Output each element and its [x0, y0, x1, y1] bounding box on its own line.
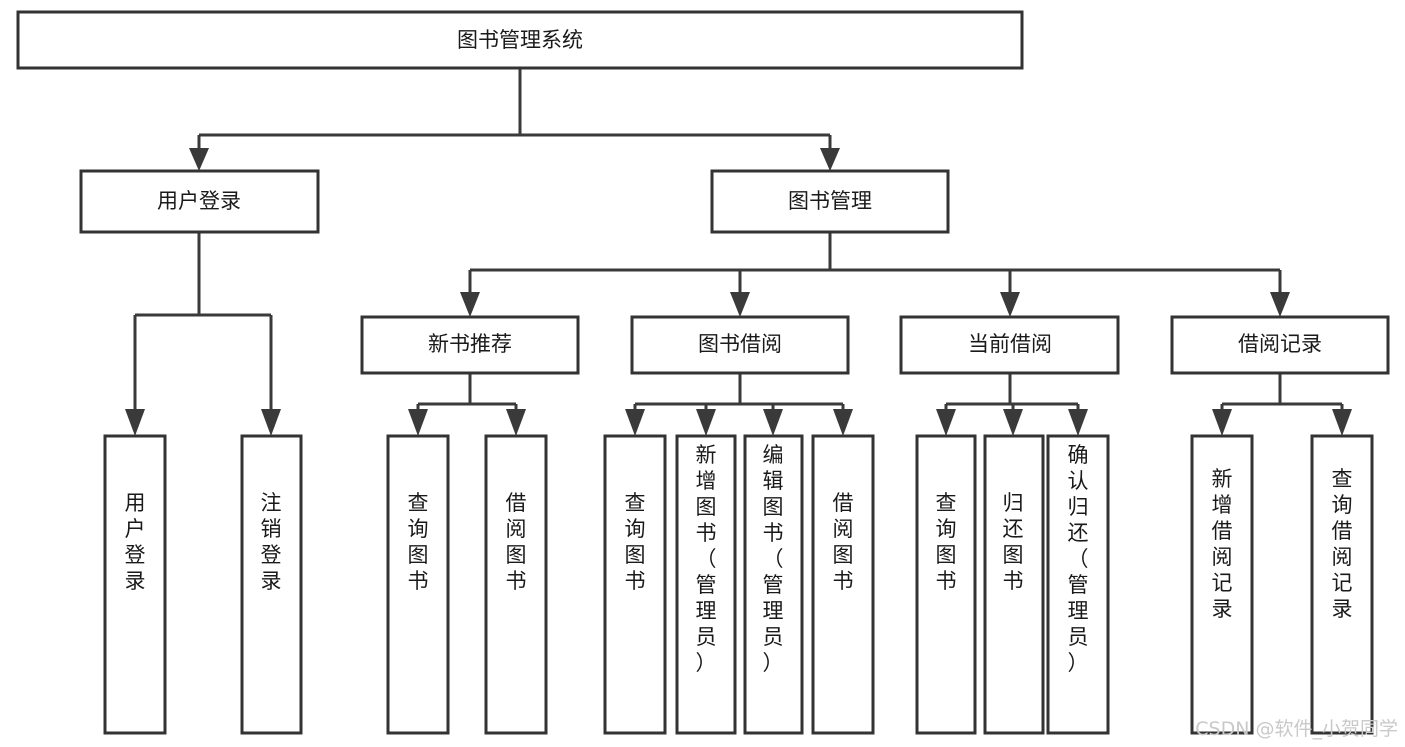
node-leaf-edit-book-admin-label: 编辑图书（管理员） [763, 443, 784, 675]
arrow-head-leaf-confirm-return-admin [1068, 409, 1088, 436]
node-leaf-query-book-3-box[interactable] [915, 434, 977, 735]
node-new-book-recommend-box[interactable] [360, 315, 580, 375]
node-user-login-label: 用户登录 [157, 189, 241, 213]
arrow-head-leaf-query-book-2 [625, 409, 645, 436]
node-leaf-add-borrow-record-box[interactable] [1190, 434, 1254, 735]
node-leaf-query-book-1[interactable]: 查询图书 [386, 434, 450, 735]
node-leaf-logout-login-box[interactable] [240, 434, 303, 735]
node-leaf-borrow-book-2[interactable]: 借阅图书 [811, 434, 875, 735]
node-leaf-borrow-book-2-box[interactable] [811, 434, 875, 735]
node-leaf-query-book-2-box[interactable] [603, 434, 667, 735]
node-book-borrow-label: 图书借阅 [698, 332, 782, 356]
node-leaf-user-login[interactable]: 用户登录 [103, 434, 167, 735]
node-leaf-logout-login-label: 注销登录 [261, 491, 282, 593]
node-current-borrow[interactable]: 当前借阅 [899, 315, 1120, 375]
node-leaf-query-book-3[interactable]: 查询图书 [915, 434, 977, 735]
connector-book-management-to-level3 [460, 232, 1290, 317]
arrow-head-new-book-recommend [460, 292, 480, 317]
arrow-head-leaf-return-book [1003, 409, 1023, 436]
node-leaf-query-book-1-label: 查询图书 [408, 491, 429, 593]
node-root-box[interactable] [16, 10, 1024, 70]
node-leaf-borrow-book-1[interactable]: 借阅图书 [484, 434, 548, 735]
node-leaf-user-login-label: 用户登录 [125, 491, 146, 593]
node-leaf-borrow-book-2-label: 借阅图书 [833, 491, 854, 593]
node-leaf-add-book-admin-box[interactable] [675, 434, 737, 735]
arrow-head-leaf-add-book-admin [696, 409, 716, 436]
arrow-head-leaf-borrow-book-2 [833, 409, 853, 436]
connector-root-to-level2 [189, 68, 840, 171]
node-borrow-record-box[interactable] [1170, 315, 1390, 375]
connector-book-borrow-to-leaves [625, 373, 853, 436]
node-leaf-return-book[interactable]: 归还图书 [983, 434, 1045, 735]
connector-new-book-recommend-to-leaves [408, 373, 526, 436]
node-leaf-query-borrow-record-box[interactable] [1310, 434, 1374, 735]
node-leaf-borrow-book-1-label: 借阅图书 [506, 491, 527, 593]
node-leaf-add-book-admin-label: 新增图书（管理员） [696, 443, 717, 675]
node-leaf-query-borrow-record[interactable]: 查询借阅记录 [1310, 434, 1374, 735]
arrow-head-leaf-query-borrow-record [1332, 409, 1352, 436]
arrow-head-leaf-query-book-3 [936, 409, 956, 436]
node-borrow-record[interactable]: 借阅记录 [1170, 315, 1390, 375]
node-leaf-return-book-box[interactable] [983, 434, 1045, 735]
arrow-head-borrow-record [1270, 292, 1290, 317]
arrow-head-current-borrow [1000, 292, 1020, 317]
arrow-head-leaf-query-book-1 [408, 409, 428, 436]
node-user-login[interactable]: 用户登录 [79, 169, 320, 234]
arrow-head-leaf-logout-login [261, 409, 281, 436]
node-leaf-borrow-book-1-box[interactable] [484, 434, 548, 735]
node-leaf-query-book-3-label: 查询图书 [936, 491, 957, 593]
node-leaf-query-book-2[interactable]: 查询图书 [603, 434, 667, 735]
csdn-watermark: CSDN @软件_小贺同学 [1195, 718, 1398, 740]
connector-borrow-record-to-leaves [1212, 373, 1352, 436]
arrow-head-leaf-borrow-book-1 [506, 409, 526, 436]
node-leaf-confirm-return-admin-box[interactable] [1046, 434, 1110, 735]
connector-current-borrow-to-leaves [936, 373, 1088, 436]
node-book-management[interactable]: 图书管理 [710, 169, 950, 234]
node-root[interactable]: 图书管理系统 [16, 10, 1024, 70]
node-new-book-recommend-label: 新书推荐 [428, 332, 512, 356]
node-leaf-edit-book-admin-box[interactable] [743, 434, 804, 735]
node-user-login-box[interactable] [79, 169, 320, 234]
node-root-label: 图书管理系统 [457, 28, 583, 52]
node-current-borrow-label: 当前借阅 [968, 332, 1052, 356]
node-leaf-return-book-label: 归还图书 [1003, 491, 1024, 593]
node-new-book-recommend[interactable]: 新书推荐 [360, 315, 580, 375]
node-leaf-query-book-1-box[interactable] [386, 434, 450, 735]
node-leaf-add-book-admin[interactable]: 新增图书（管理员） [675, 434, 737, 735]
node-leaf-edit-book-admin[interactable]: 编辑图书（管理员） [743, 434, 804, 735]
node-current-borrow-box[interactable] [899, 315, 1120, 375]
node-book-management-label: 图书管理 [788, 189, 872, 213]
arrow-head-user-login [189, 148, 209, 171]
node-leaf-query-borrow-record-label: 查询借阅记录 [1332, 467, 1353, 621]
arrow-head-leaf-user-login [125, 409, 145, 436]
node-book-borrow[interactable]: 图书借阅 [630, 315, 850, 375]
arrow-head-leaf-add-borrow-record [1212, 409, 1232, 436]
node-leaf-confirm-return-admin-label: 确认归还（管理员） [1068, 443, 1089, 675]
node-leaf-query-book-2-label: 查询图书 [625, 491, 646, 593]
node-book-management-box[interactable] [710, 169, 950, 234]
connector-user-login-to-leaves [125, 232, 281, 436]
arrow-head-book-borrow [730, 292, 750, 317]
node-borrow-record-label: 借阅记录 [1238, 332, 1322, 356]
node-leaf-logout-login[interactable]: 注销登录 [240, 434, 303, 735]
node-leaf-confirm-return-admin[interactable]: 确认归还（管理员） [1046, 434, 1110, 735]
node-book-borrow-box[interactable] [630, 315, 850, 375]
arrow-head-leaf-edit-book-admin [763, 409, 783, 436]
node-leaf-user-login-box[interactable] [103, 434, 167, 735]
node-leaf-add-borrow-record-label: 新增借阅记录 [1212, 467, 1233, 621]
arrow-head-book-management [820, 148, 840, 171]
node-leaf-add-borrow-record[interactable]: 新增借阅记录 [1190, 434, 1254, 735]
